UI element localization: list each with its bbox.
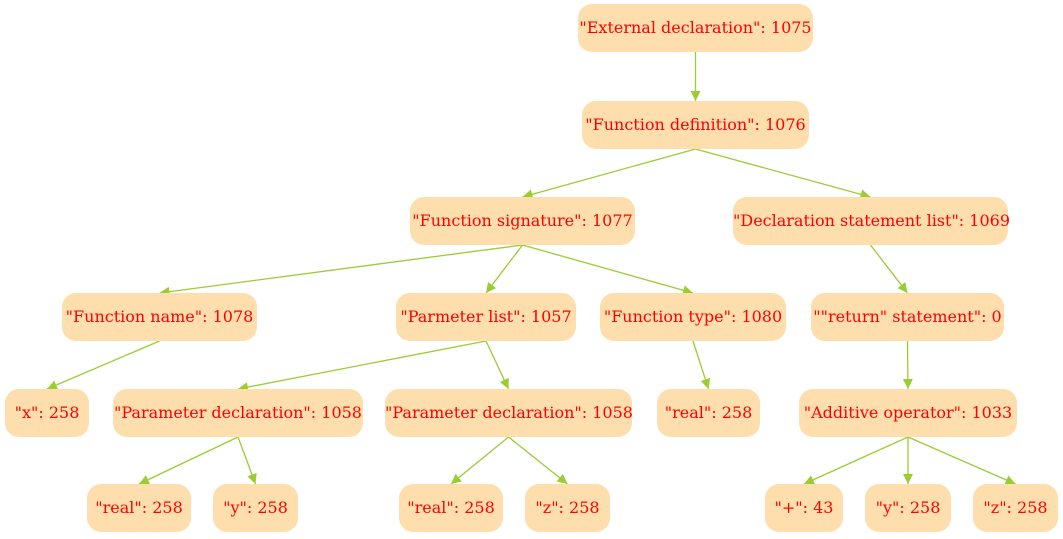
edge-n2-n3 [522, 148, 696, 200]
node-function-type: "Function type": 1080 [600, 293, 786, 341]
node-real-type: "real": 258 [657, 389, 760, 437]
node-z-param: "z": 258 [525, 484, 610, 532]
edge-n6-n10 [237, 340, 487, 393]
edge-n3-n7 [522, 244, 694, 296]
node-plus-operator: "+": 43 [765, 484, 843, 532]
node-return-statement: ""return" statement": 0 [811, 293, 1004, 341]
edge-n8-n13 [902, 340, 913, 390]
edge-n10-n14 [138, 436, 239, 485]
node-additive-operator: "Additive operator": 1033 [799, 389, 1017, 437]
edge-n5-n9 [46, 340, 160, 390]
node-parameter-declaration-2: "Parameter declaration": 1058 [385, 389, 633, 437]
node-function-definition: "Function definition": 1076 [582, 101, 809, 149]
node-y-operand: "y": 258 [865, 484, 951, 532]
edge-n10-n15 [237, 436, 257, 485]
node-real-param-2: "real": 258 [399, 484, 503, 532]
node-function-signature: "Function signature": 1077 [410, 197, 635, 245]
edge-n2-n4 [695, 148, 871, 200]
edge-n11-n17 [508, 436, 568, 485]
edge-n7-n12 [692, 340, 711, 390]
node-x: "x": 258 [5, 389, 89, 437]
edge-n13-n18 [803, 436, 909, 485]
edge-n11-n16 [450, 436, 509, 485]
node-z-operand: "z": 258 [973, 484, 1058, 532]
edge-n3-n6 [485, 244, 524, 294]
edge-n13-n20 [907, 436, 1016, 485]
node-external-declaration: "External declaration": 1075 [578, 4, 813, 52]
edge-n6-n11 [485, 340, 510, 390]
node-y-param: "y": 258 [213, 484, 298, 532]
node-declaration-statement-list: "Declaration statement list": 1069 [733, 197, 1010, 245]
node-parameter-declaration-1: "Parameter declaration": 1058 [113, 389, 363, 437]
node-function-name: "Function name": 1078 [62, 293, 257, 341]
node-parameter-list: "Parmeter list": 1057 [396, 293, 576, 341]
node-real-param-1: "real": 258 [87, 484, 191, 532]
edge-n3-n5 [159, 244, 523, 297]
edge-n4-n8 [869, 244, 909, 294]
